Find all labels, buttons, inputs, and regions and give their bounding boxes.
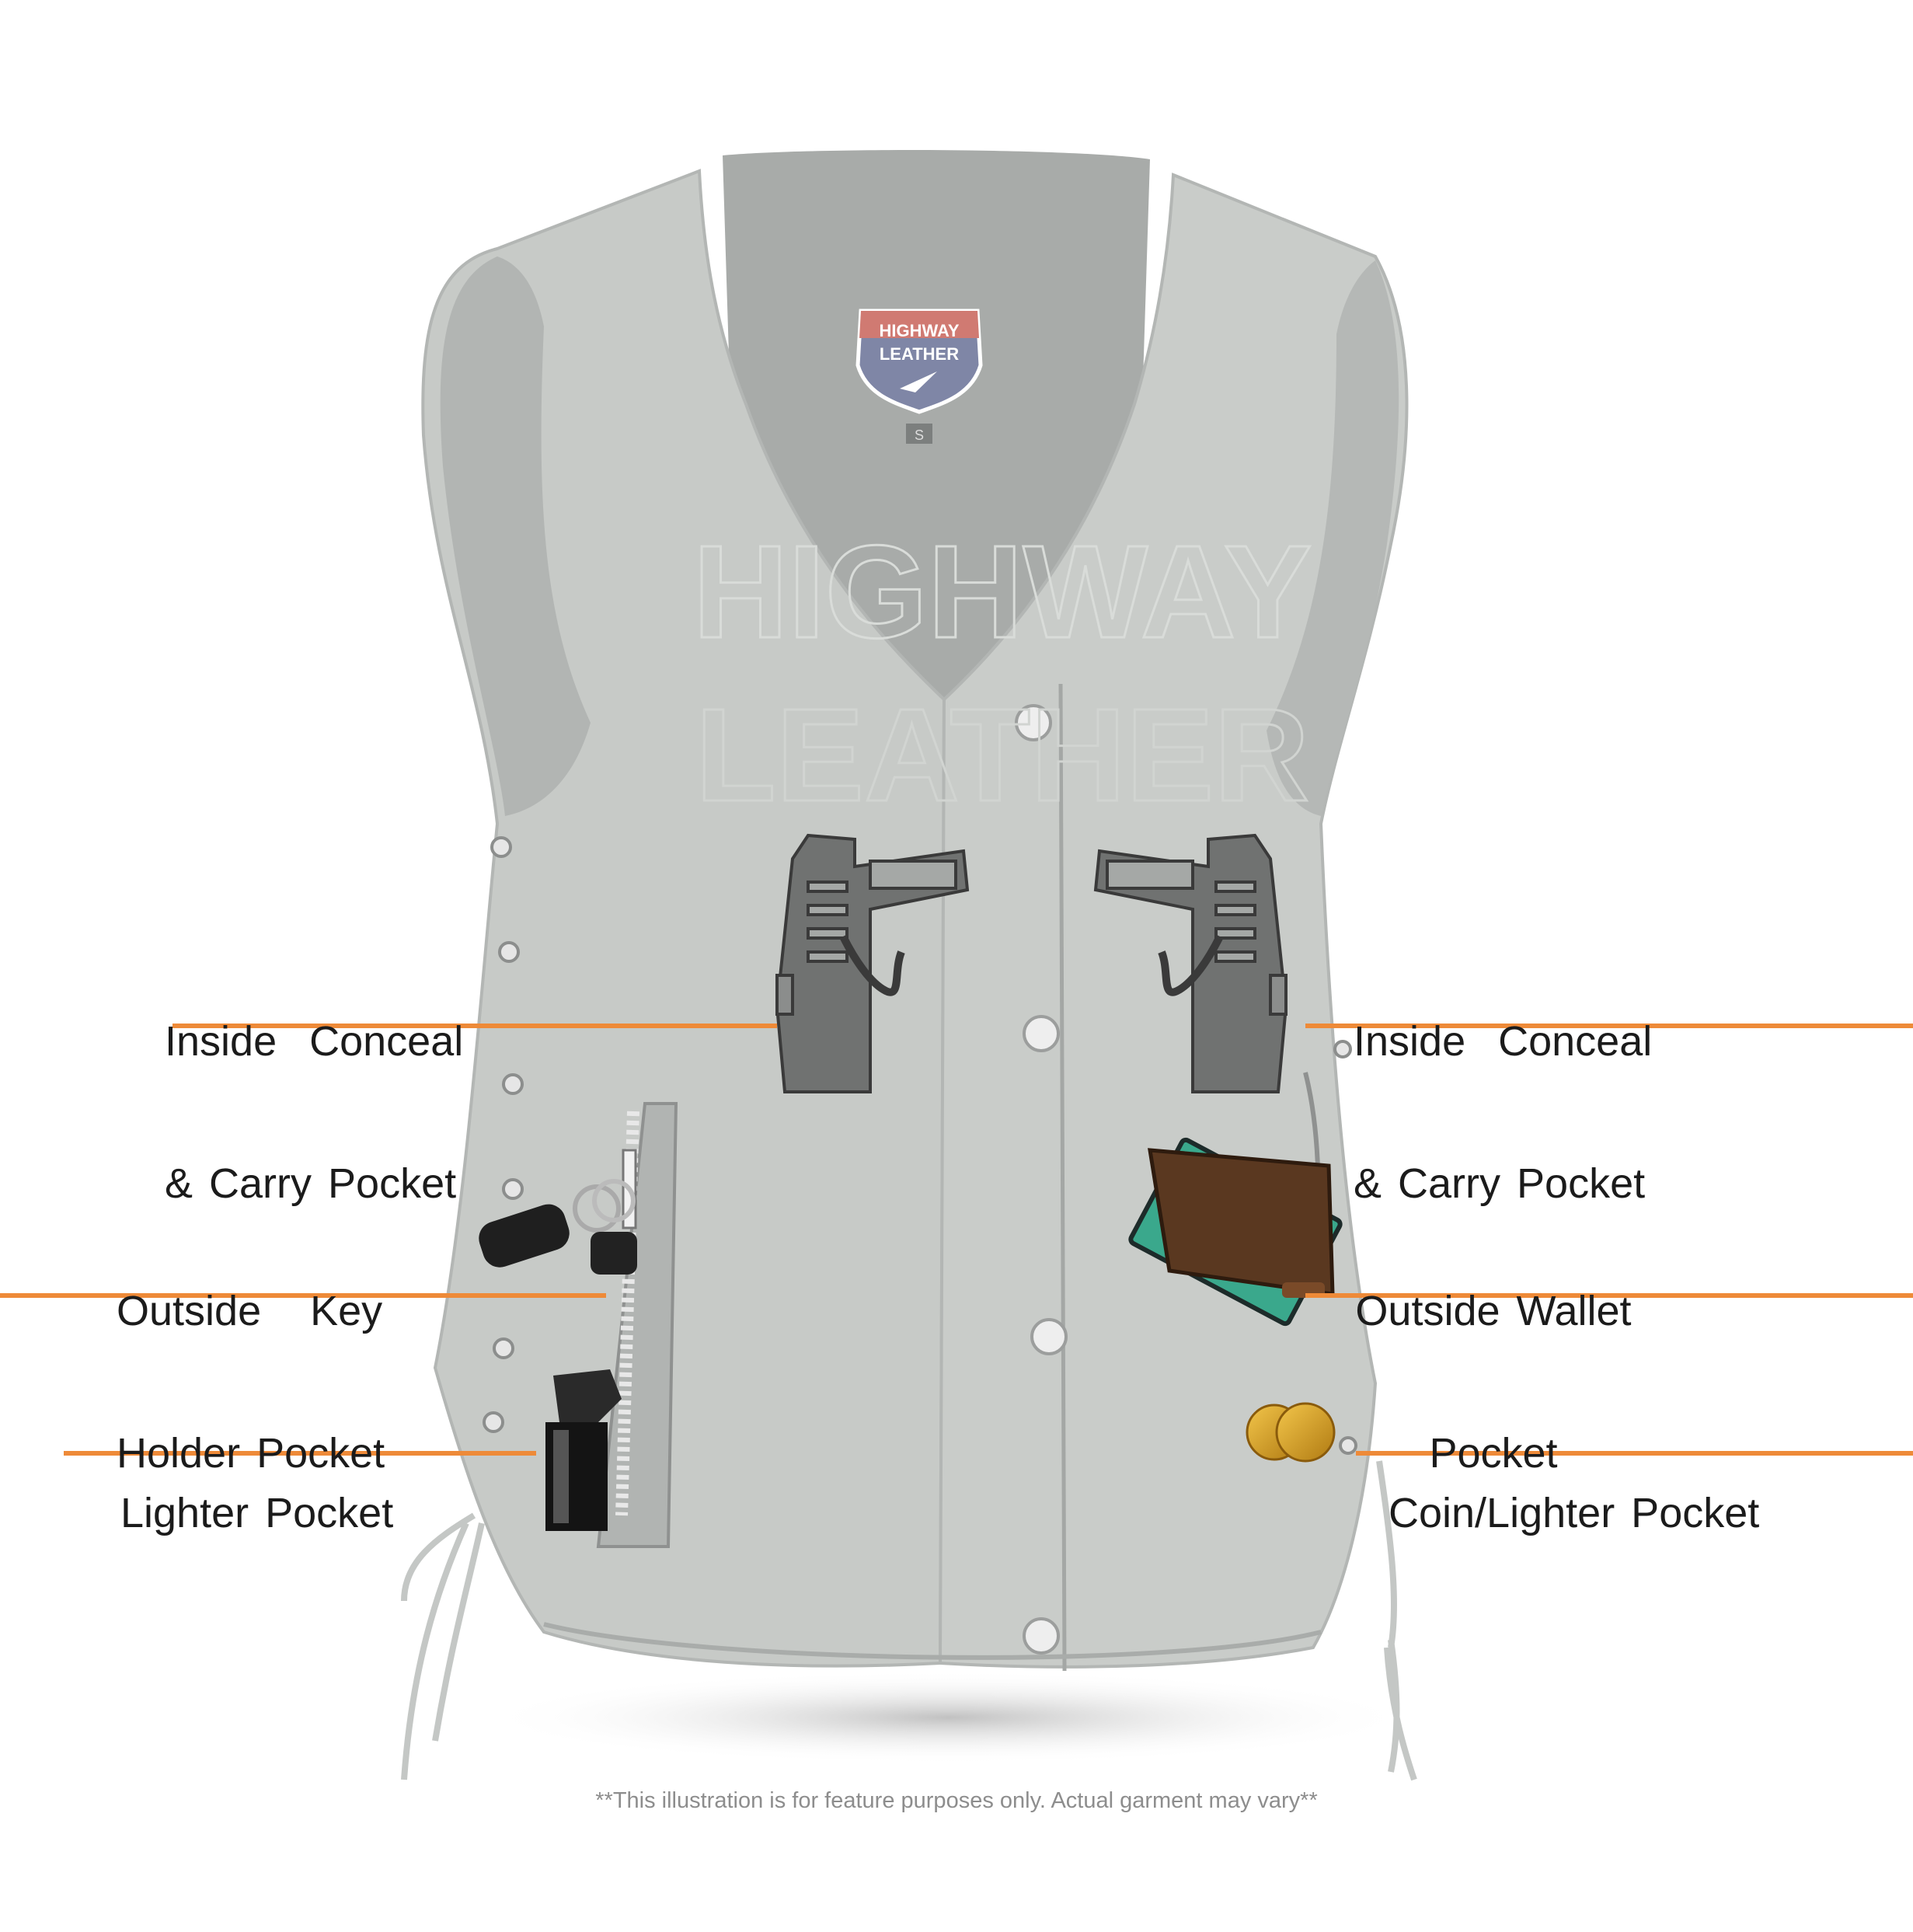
- right-laces: [1376, 1460, 1417, 1781]
- vest-back-panel: [723, 150, 1150, 699]
- label-line: Inside Conceal: [165, 1018, 464, 1065]
- right-armhole: [1267, 260, 1399, 816]
- label-inside-conceal-right: Inside Conceal & Carry Pocket: [1354, 923, 1652, 1255]
- snap-button: [1023, 1015, 1060, 1052]
- label-outside-key-holder: Outside Key Holder Pocket: [117, 1193, 385, 1525]
- label-line: Outside Key: [117, 1288, 383, 1334]
- right-side-lacing: [1333, 1040, 1357, 1455]
- label-outside-wallet: Outside Wallet Pocket: [1354, 1193, 1633, 1525]
- label-line: Lighter Pocket: [120, 1490, 394, 1536]
- left-armhole: [440, 256, 591, 816]
- watermark-line2: LEATHER: [695, 682, 1309, 829]
- label-line: Holder Pocket: [117, 1430, 385, 1477]
- vest-placket: [1058, 683, 1067, 1672]
- lighter-icon: [545, 1369, 622, 1531]
- logo-line1: HIGHWAY: [879, 321, 959, 340]
- snap-button: [1023, 1617, 1060, 1655]
- logo-line2: LEATHER: [880, 344, 959, 364]
- label-coin-lighter: Coin/Lighter Pocket: [1389, 1395, 1759, 1585]
- watermark-line1: HIGHWAY: [693, 518, 1312, 666]
- disclaimer-text: **This illustration is for feature purpo…: [595, 1788, 1318, 1813]
- brand-logo: HIGHWAY LEATHER: [855, 309, 983, 414]
- label-line: Coin/Lighter Pocket: [1389, 1490, 1760, 1536]
- label-lighter: Lighter Pocket: [120, 1395, 393, 1585]
- label-inside-conceal-left: Inside Conceal & Carry Pocket: [165, 923, 463, 1255]
- left-laces: [401, 1512, 485, 1780]
- left-side-lacing: [483, 836, 524, 1433]
- vest-left-panel: [421, 169, 946, 1668]
- leader-lines: [0, 1024, 1913, 1456]
- handgun-icon: [1093, 833, 1288, 1093]
- label-line: Pocket: [1429, 1430, 1558, 1477]
- floor-shadow: [482, 1671, 1414, 1764]
- size-tag-text: S: [915, 427, 924, 443]
- snap-button: [1030, 1318, 1068, 1355]
- label-line: Outside Wallet: [1355, 1288, 1632, 1334]
- snap-button: [1015, 704, 1052, 741]
- key-fob-icon: [479, 1179, 637, 1275]
- handgun-icon: [775, 833, 970, 1093]
- vest-illustration: HIGHWAY LEATHER S HIGHWAY LEATHER: [401, 150, 1417, 1781]
- label-line: Inside Conceal: [1354, 1018, 1653, 1065]
- size-tag: [906, 424, 932, 444]
- label-line: & Carry Pocket: [1354, 1160, 1646, 1207]
- coin-icon: [1246, 1402, 1336, 1463]
- label-line: & Carry Pocket: [165, 1160, 457, 1207]
- vest-hem: [543, 1622, 1322, 1660]
